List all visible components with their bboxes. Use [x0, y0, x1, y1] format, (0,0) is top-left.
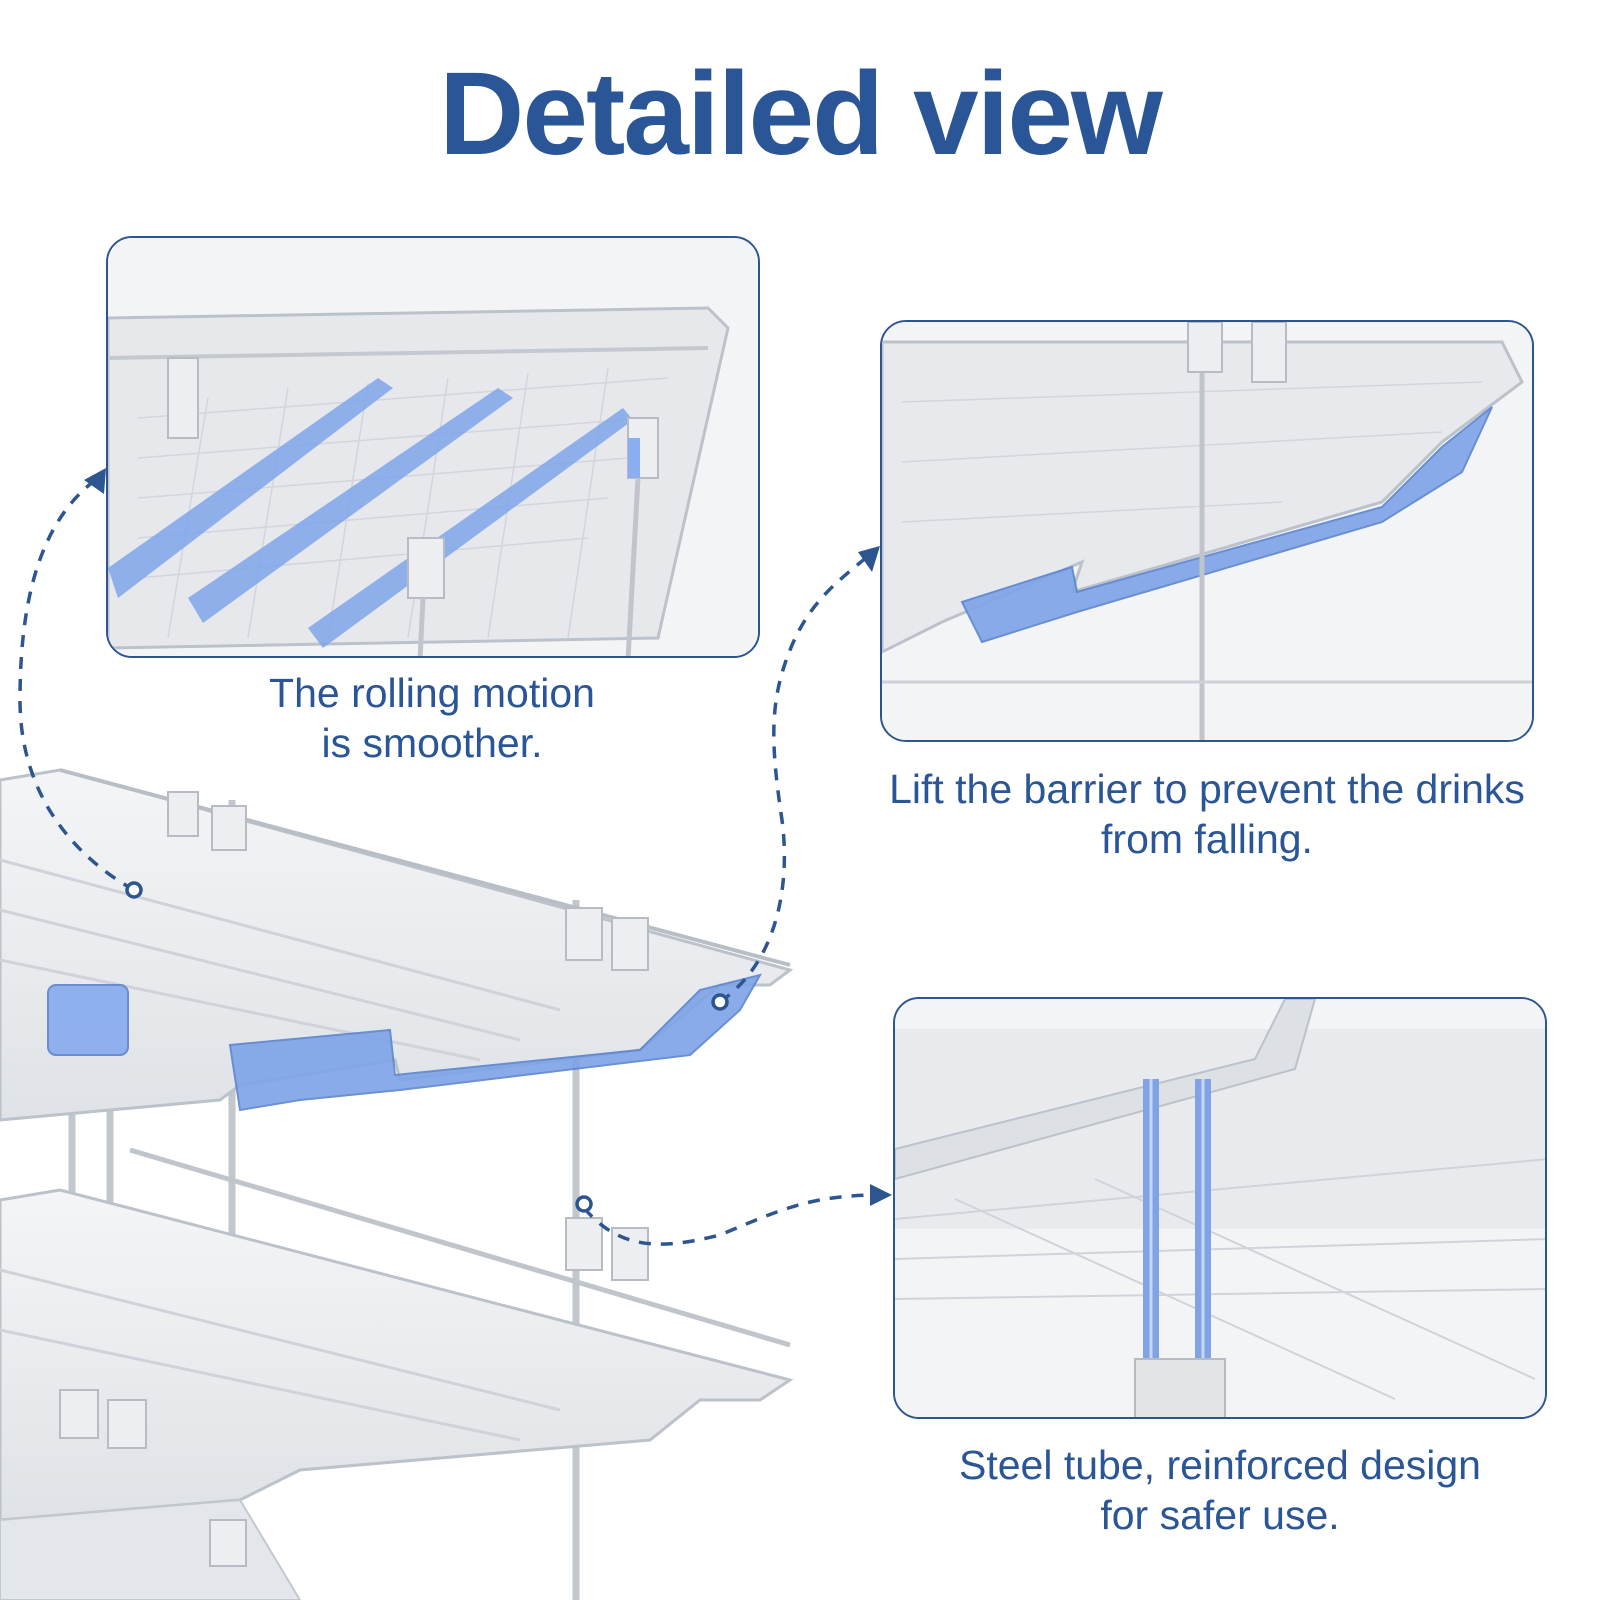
caption-rolling: The rolling motion is smoother. [152, 668, 712, 768]
arrowhead-barrier-icon [858, 546, 880, 572]
detail-panel-steel-tube [893, 997, 1547, 1419]
caption-steel-tube-line-1: Steel tube, reinforced design [959, 1442, 1481, 1488]
anchor-dot-rolling-icon [125, 881, 143, 899]
caption-rolling-line-2: is smoother. [321, 720, 543, 766]
arrow-steel-tube [582, 1193, 881, 1246]
zoom-detail-rolling-tracks-icon [108, 238, 758, 656]
detail-panel-rolling [106, 236, 760, 658]
arrowhead-rolling-icon [84, 468, 106, 494]
caption-barrier: Lift the barrier to prevent the drinks f… [850, 764, 1564, 864]
caption-barrier-line-1: Lift the barrier to prevent the drinks [889, 766, 1525, 812]
caption-steel-tube-line-2: for safer use. [1100, 1492, 1340, 1538]
page-title: Detailed view [439, 48, 1163, 180]
arrowhead-steel-tube-icon [870, 1184, 892, 1206]
zoom-detail-steel-tube-icon [895, 999, 1545, 1417]
caption-barrier-line-2: from falling. [1101, 816, 1313, 862]
caption-rolling-line-1: The rolling motion [269, 670, 595, 716]
caption-steel-tube: Steel tube, reinforced design for safer … [893, 1440, 1547, 1540]
anchor-dot-steel-tube-icon [575, 1195, 593, 1213]
detail-panel-barrier [880, 320, 1534, 742]
anchor-dot-barrier-icon [711, 993, 729, 1011]
zoom-detail-barrier-icon [882, 322, 1532, 740]
